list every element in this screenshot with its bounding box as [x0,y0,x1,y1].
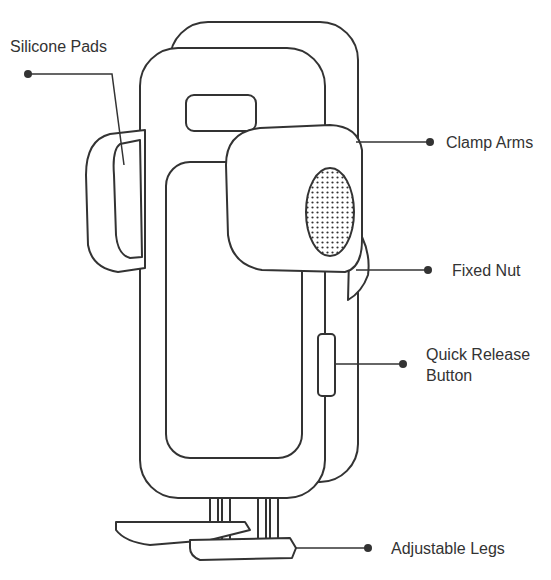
part-label: Adjustable Legs [391,538,505,559]
part-label: Fixed Nut [452,260,520,281]
part-label: Clamp Arms [446,132,533,153]
part-label: Silicone Pads [10,36,107,57]
part-label: Quick Release Button [426,344,546,386]
